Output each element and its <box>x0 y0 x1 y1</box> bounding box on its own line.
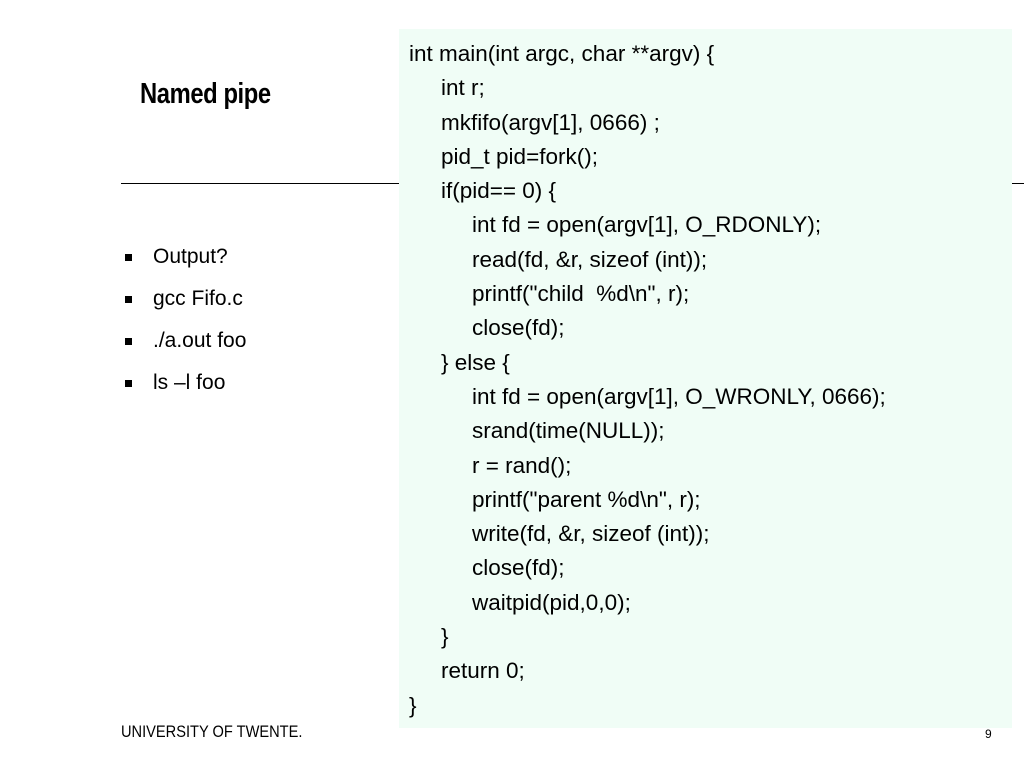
code-line: pid_t pid=fork(); <box>441 143 598 169</box>
bullet-text: gcc Fifo.c <box>153 287 243 310</box>
bullet-item: ./a.out foo <box>122 320 246 362</box>
code-line: } <box>409 692 417 718</box>
bullet-item: Output? <box>122 236 246 278</box>
code-line: int fd = open(argv[1], O_RDONLY); <box>472 212 822 238</box>
code-line: int main(int argc, char **argv) { <box>409 41 715 66</box>
slide-title: Named pipe <box>140 78 271 110</box>
page-number: 9 <box>985 727 992 741</box>
code-line: close(fd); <box>472 315 565 341</box>
code-line: int fd = open(argv[1], O_WRONLY, 0666); <box>472 383 886 409</box>
square-bullet-icon <box>125 379 132 387</box>
code-line: int r; <box>441 75 485 101</box>
code-line: } <box>441 624 449 650</box>
bullet-text: ./a.out foo <box>153 329 247 352</box>
code-line: r = rand(); <box>472 452 572 478</box>
square-bullet-icon <box>125 337 132 345</box>
code-line: srand(time(NULL)); <box>472 418 665 444</box>
code-line: printf("parent %d\n", r); <box>472 486 701 512</box>
bullet-text: ls –l foo <box>153 371 226 394</box>
code-line: waitpid(pid,0,0); <box>472 589 631 615</box>
bullet-item: gcc Fifo.c <box>122 278 246 320</box>
code-line: if(pid== 0) { <box>441 178 557 204</box>
code-line: write(fd, &r, sizeof (int)); <box>472 521 710 547</box>
code-line: return 0; <box>441 658 525 684</box>
bullet-item: ls –l foo <box>122 362 246 404</box>
code-line: read(fd, &r, sizeof (int)); <box>472 246 708 272</box>
square-bullet-icon <box>125 253 132 261</box>
university-logo: UNIVERSITY OF TWENTE. <box>121 722 303 741</box>
bullet-text: Output? <box>153 245 228 268</box>
code-listing: int main(int argc, char **argv) { int r;… <box>399 29 1012 728</box>
code-line: } else { <box>441 349 510 375</box>
code-line: printf("child %d\n", r); <box>472 281 690 307</box>
bullet-list: Output? gcc Fifo.c ./a.out foo ls –l foo <box>122 236 246 404</box>
code-line: mkfifo(argv[1], 0666) ; <box>441 109 660 135</box>
square-bullet-icon <box>125 295 132 303</box>
code-line: close(fd); <box>472 555 565 581</box>
